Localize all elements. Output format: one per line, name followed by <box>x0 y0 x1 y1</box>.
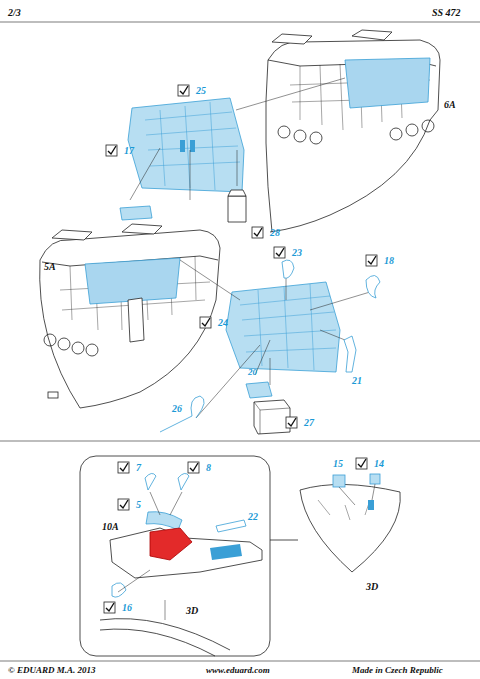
view-label: 3D <box>366 582 378 592</box>
set-code: SS 472 <box>432 8 461 18</box>
check-box <box>178 85 189 96</box>
callout-number: 25 <box>196 86 206 96</box>
check-box <box>118 499 129 510</box>
check-box <box>366 255 377 266</box>
callout-number: 24 <box>218 318 228 328</box>
check-box <box>104 602 115 613</box>
view-label: 3D <box>186 606 198 616</box>
callout-number: 14 <box>374 459 384 469</box>
callout-number: 7 <box>136 463 141 473</box>
callout-number: 21 <box>352 376 362 386</box>
callout-number: 20 <box>248 368 257 377</box>
callout-number: 23 <box>292 248 302 258</box>
callout-number: 15 <box>333 459 343 469</box>
part-label: 10A <box>102 522 119 532</box>
copyright: © EDUARD M.A. 2013 <box>8 666 96 675</box>
callout-number: 5 <box>136 500 141 510</box>
callout-number: 18 <box>384 256 394 266</box>
check-box <box>274 247 285 258</box>
callout-number: 16 <box>122 603 132 613</box>
callout-number: 26 <box>172 404 182 414</box>
check-box <box>356 458 367 469</box>
callout-number: 28 <box>270 228 280 238</box>
check-box <box>200 317 211 328</box>
check-box <box>286 417 297 428</box>
callout-number: 8 <box>206 463 211 473</box>
check-box <box>252 227 263 238</box>
check-box <box>118 462 129 473</box>
callout-number: 27 <box>304 418 314 428</box>
page-number: 2/3 <box>8 8 21 18</box>
view-label: 5A <box>44 262 56 272</box>
callout-number: 17 <box>124 146 134 156</box>
check-box <box>106 145 117 156</box>
callout-number: 22 <box>248 512 258 522</box>
view-label: 6A <box>444 100 456 110</box>
check-box <box>188 462 199 473</box>
origin-note: Made in Czech Republic <box>352 666 443 675</box>
website: www.eduard.com <box>206 666 270 675</box>
